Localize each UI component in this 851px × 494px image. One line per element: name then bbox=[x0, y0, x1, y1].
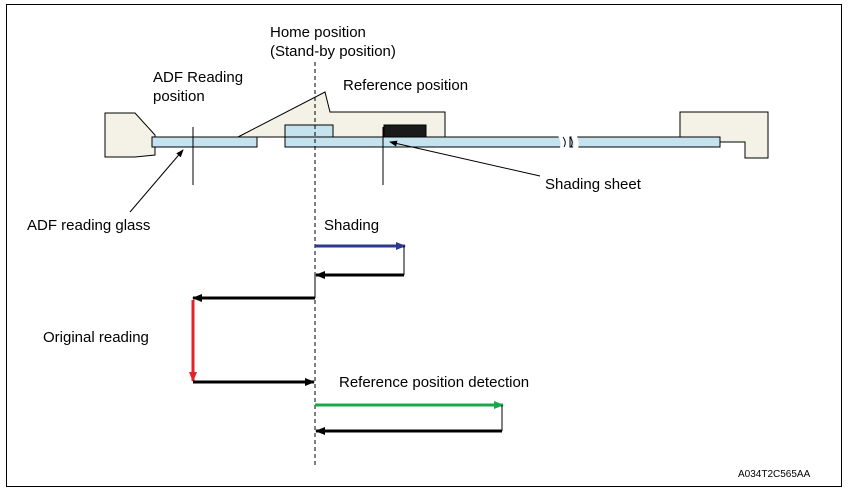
figure-frame bbox=[6, 4, 842, 487]
right-frame-block bbox=[679, 111, 769, 159]
left-frame-block bbox=[104, 112, 156, 158]
reference-position-label: Reference position bbox=[343, 77, 468, 94]
glass-break-mark bbox=[557, 132, 579, 151]
home-position-label: Home position bbox=[270, 24, 366, 41]
adf-reading-position-label-1: ADF Reading bbox=[153, 69, 243, 86]
scale-glass-block bbox=[284, 124, 334, 138]
glass-break-outline bbox=[562, 136, 573, 148]
shading-sheet bbox=[383, 124, 427, 138]
original-reading-label: Original reading bbox=[43, 329, 149, 346]
adf-reading-glass-pointer bbox=[129, 149, 184, 213]
platen-glass-left bbox=[284, 136, 564, 148]
figure-code: A034T2C565AA bbox=[738, 469, 811, 480]
reference-position-detection-label: Reference position detection bbox=[339, 374, 529, 391]
adf-reading-glass bbox=[151, 136, 258, 148]
shading-label: Shading bbox=[324, 217, 379, 234]
shading-sheet-pointer bbox=[389, 140, 541, 177]
standby-position-label: (Stand-by position) bbox=[270, 43, 396, 60]
adf-reading-glass-label: ADF reading glass bbox=[27, 217, 150, 234]
adf-reading-position-label-2: position bbox=[153, 88, 205, 105]
platen-glass-right bbox=[569, 136, 721, 148]
shading-sheet-label: Shading sheet bbox=[545, 176, 642, 193]
